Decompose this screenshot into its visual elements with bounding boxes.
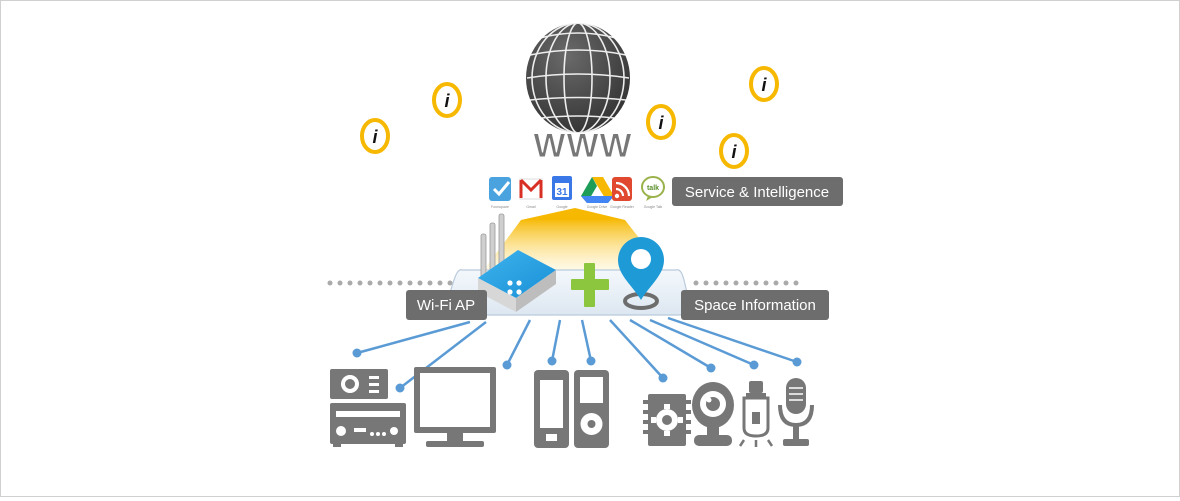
info-icon: i (646, 104, 676, 140)
network-dot (773, 280, 779, 286)
network-dot (417, 280, 423, 286)
svg-text:i: i (372, 127, 378, 147)
check-app-icon: Foursquare (489, 177, 511, 209)
network-dot (783, 280, 789, 286)
network-dot (703, 280, 709, 286)
globe-icon (526, 22, 630, 134)
wifi-ap-icon (478, 250, 556, 312)
network-dot (427, 280, 433, 286)
light-bulb-icon (738, 381, 774, 447)
svg-text:i: i (444, 91, 450, 111)
network-dot (723, 280, 729, 286)
network-dot (753, 280, 759, 286)
network-dot (733, 280, 739, 286)
network-dot (397, 280, 403, 286)
svg-text:Foursquare: Foursquare (491, 205, 509, 209)
network-dot (367, 280, 373, 286)
space-information-label: Space Information (681, 290, 829, 320)
monitor-icon (414, 367, 496, 447)
svg-text:Wi-Fi AP: Wi-Fi AP (417, 297, 475, 314)
phone-icon (534, 370, 569, 448)
network-dot (387, 280, 393, 286)
svg-text:i: i (761, 75, 767, 95)
av-receiver-icon (330, 369, 406, 447)
svg-text:Service & Intelligence: Service & Intelligence (685, 184, 829, 201)
network-dot (743, 280, 749, 286)
rss-icon: Google Reader (610, 177, 635, 209)
webcam-icon (692, 382, 734, 446)
chip-icon (643, 394, 691, 446)
network-dot (447, 280, 453, 286)
svg-text:Space Information: Space Information (694, 297, 816, 314)
svg-text:Google Talk: Google Talk (644, 205, 663, 209)
network-dot (763, 280, 769, 286)
svg-text:Gmail: Gmail (526, 205, 535, 209)
network-dot (327, 280, 333, 286)
network-dot (437, 280, 443, 286)
network-dot (693, 280, 699, 286)
svg-text:i: i (731, 142, 737, 162)
svg-text:Google Reader: Google Reader (610, 205, 635, 209)
svg-text:Google Drive: Google Drive (587, 205, 607, 209)
network-dot (793, 280, 799, 286)
svg-text:i: i (658, 113, 664, 133)
location-pin-icon (618, 237, 664, 310)
network-dot (357, 280, 363, 286)
network-dotted-line (327, 280, 799, 286)
service-intelligence-label: Service & Intelligence (672, 177, 843, 206)
svg-text:31: 31 (556, 187, 568, 198)
www-label: WWW (533, 127, 632, 165)
info-icon: i (432, 82, 462, 118)
app-icons-row: Foursquare Gmail 31 Google Google Drive (489, 176, 665, 209)
info-bubbles: i i i i i (360, 66, 779, 169)
calendar-icon: 31 Google (552, 176, 572, 209)
talk-icon: talk Google Talk (641, 176, 665, 209)
network-dot (377, 280, 383, 286)
svg-text:Google: Google (556, 205, 567, 209)
network-dot (337, 280, 343, 286)
info-icon: i (719, 133, 749, 169)
svg-text:talk: talk (647, 185, 659, 192)
media-player-icon (574, 370, 609, 448)
wifi-ap-label: Wi-Fi AP (406, 290, 487, 320)
microphone-icon (778, 378, 814, 446)
info-icon: i (360, 118, 390, 154)
drive-icon: Google Drive (581, 177, 614, 209)
plus-icon (571, 263, 609, 307)
info-icon: i (749, 66, 779, 102)
network-dot (407, 280, 413, 286)
network-dot (713, 280, 719, 286)
network-dot (347, 280, 353, 286)
gmail-icon: Gmail (519, 178, 543, 209)
